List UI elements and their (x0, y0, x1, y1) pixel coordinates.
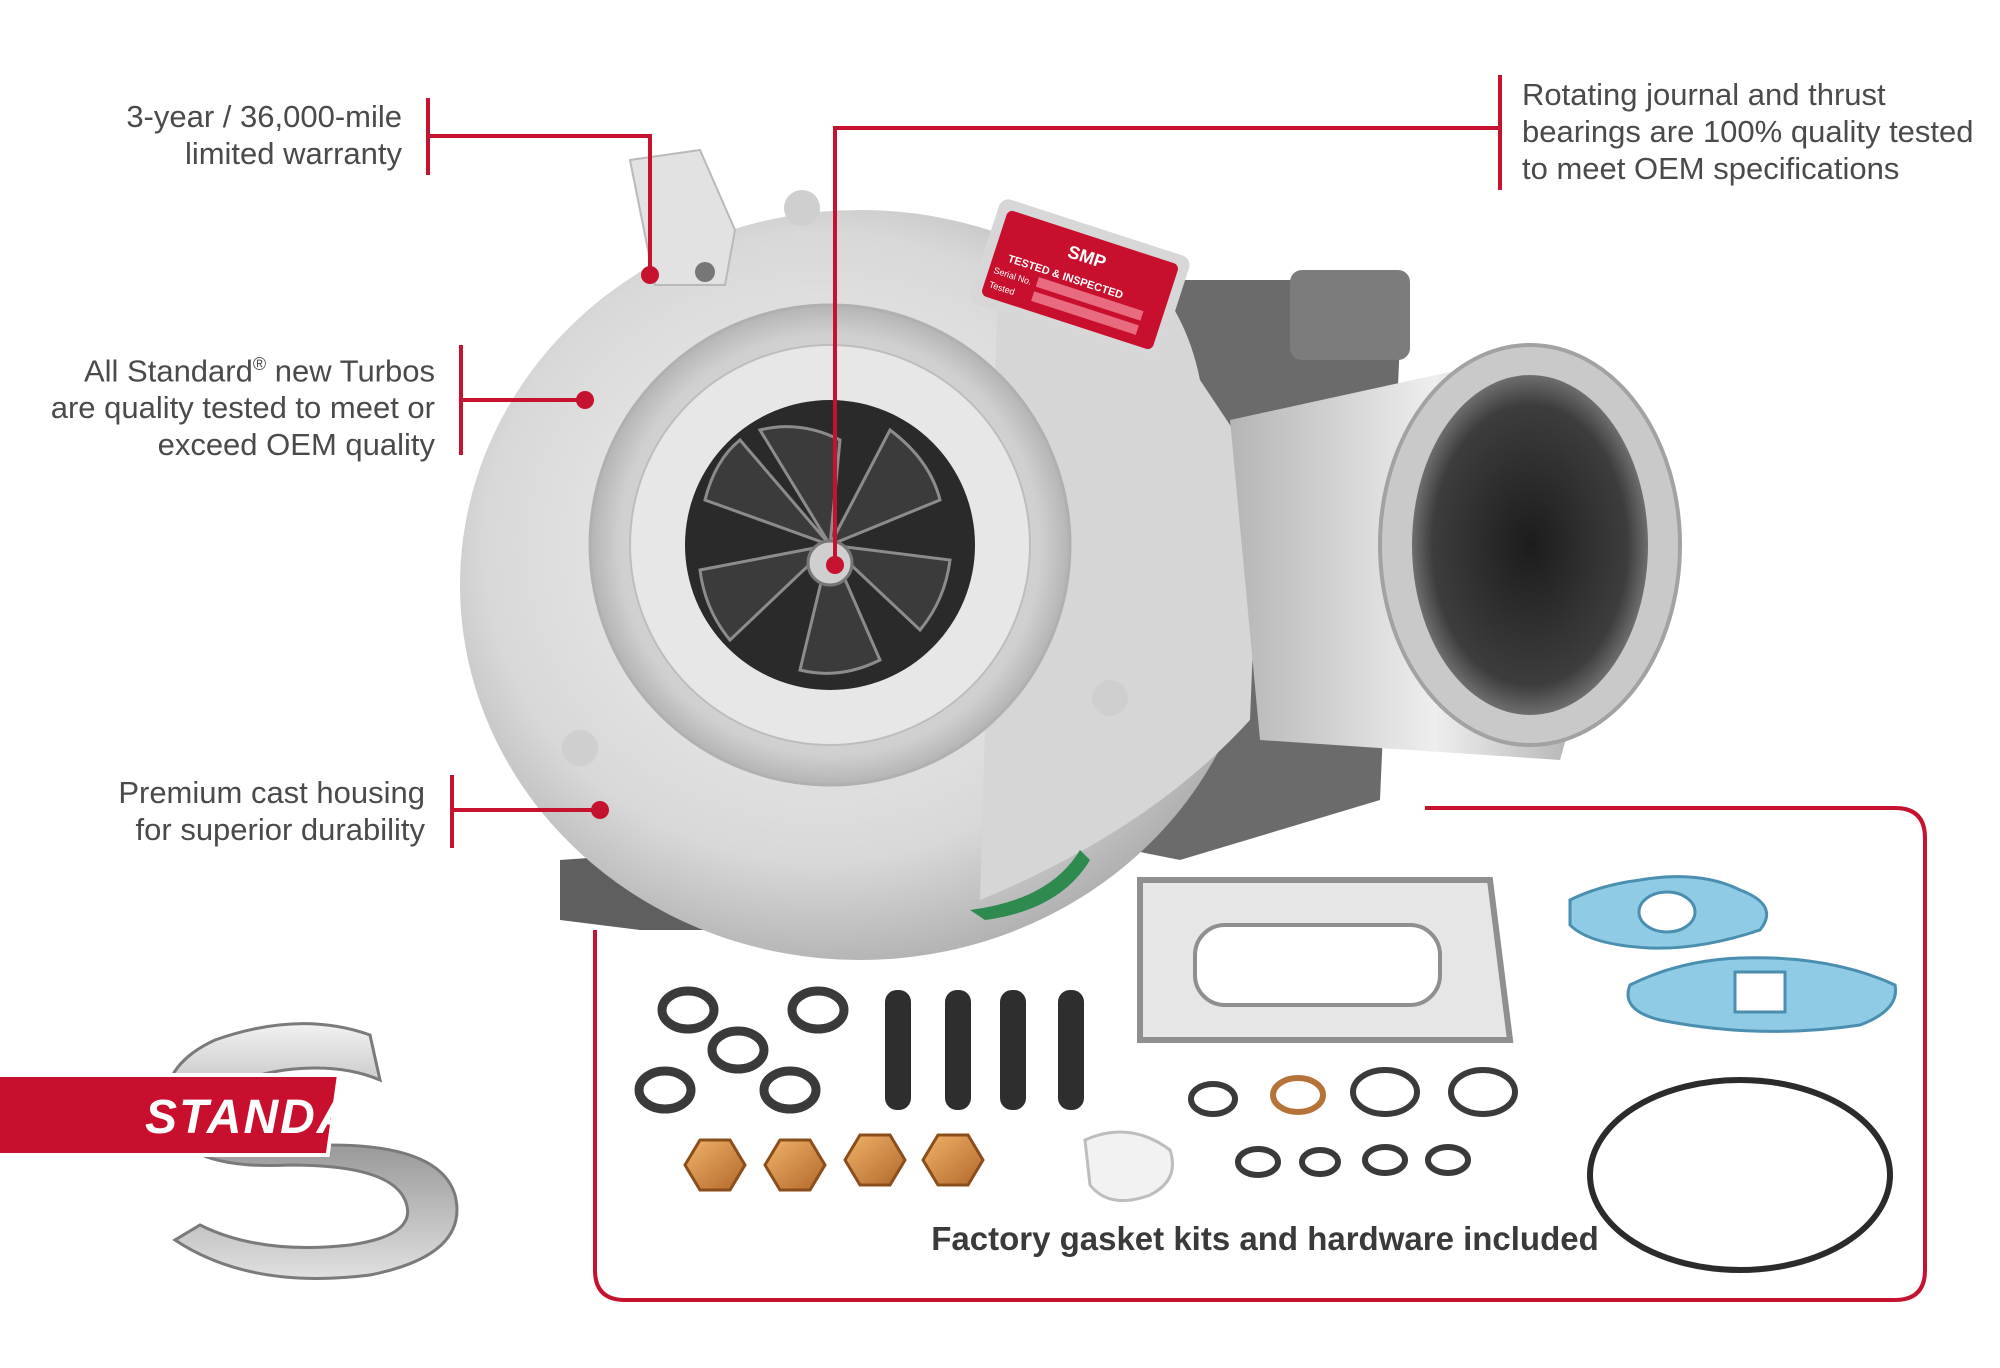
housing-line-1: Premium cast housing (118, 775, 425, 810)
logo-banner (0, 1073, 342, 1157)
logo-text: STANDARD (145, 1091, 427, 1144)
actuator-bracket (1290, 270, 1410, 360)
copper-o-ring (1270, 1075, 1326, 1115)
studs (885, 990, 1084, 1110)
registered-mark: ® (252, 354, 267, 374)
turbocharger (460, 148, 1682, 960)
o-rings-right (1188, 1067, 1518, 1178)
standard-logo (0, 1022, 459, 1280)
quality-line-1-suffix: new Turbos (266, 353, 435, 389)
compressor-wheel (698, 425, 952, 675)
warranty-callout: 3-year / 36,000-mile limited warranty (80, 98, 402, 172)
label-plate (970, 199, 1190, 361)
bearings-line-2: bearings are 100% quality tested (1522, 114, 1974, 149)
bearings-leader (833, 75, 1502, 565)
housing-leader (450, 775, 600, 848)
quality-leader (459, 345, 585, 455)
warranty-leader (426, 98, 652, 275)
housing-line-2: for superior durability (135, 812, 425, 847)
kit-box (593, 806, 1927, 1302)
o-rings-left (634, 986, 849, 1114)
quality-line-2: are quality tested to meet or (50, 390, 435, 426)
bearings-line-1: Rotating journal and thrust (1522, 77, 1886, 112)
oil-port-boss (628, 148, 737, 286)
warranty-line-1: 3-year / 36,000-mile (126, 99, 402, 134)
plastic-clip (1083, 1130, 1174, 1203)
compressor-scroll (980, 210, 1260, 900)
sensor-wire (970, 850, 1090, 920)
quality-line-3: exceed OEM quality (157, 427, 435, 463)
quality-callout: All Standard® new Turbos are quality tes… (30, 346, 435, 463)
quality-line-1-prefix: All Standard (83, 353, 253, 389)
housing-callout: Premium cast housing for superior durabi… (80, 774, 425, 848)
warranty-line-2: limited warranty (184, 136, 402, 171)
bearings-callout: Rotating journal and thrust bearings are… (1522, 76, 1982, 187)
quality-line-1: All Standard® new Turbos (30, 346, 435, 389)
bearings-line-3: to meet OEM specifications (1522, 151, 1900, 186)
kit-caption: Factory gasket kits and hardware include… (931, 1220, 1599, 1257)
large-o-ring (1587, 1077, 1893, 1273)
logo-registered-mark: ® (466, 1085, 477, 1101)
copper-nuts (683, 1133, 985, 1192)
outlet-pipe-interior (1412, 375, 1648, 715)
callout-leaders (426, 75, 1927, 1302)
gasket-kit (634, 875, 1898, 1273)
callout-dots (576, 266, 844, 819)
